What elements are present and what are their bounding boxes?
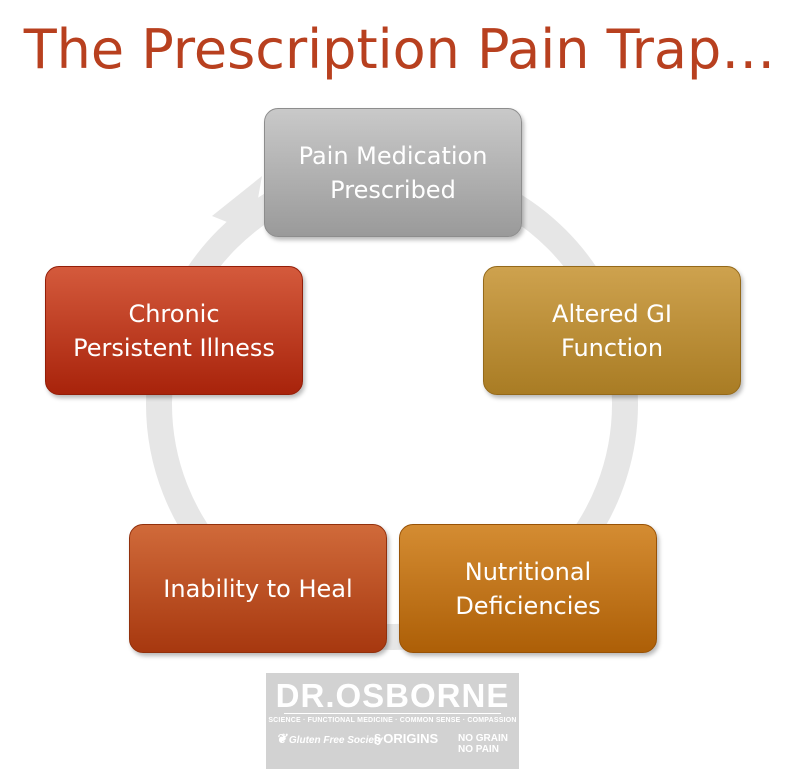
logo-name: DR.OSBORNE [275, 677, 510, 714]
cycle-step-pain-medication: Pain Medication Prescribed [264, 108, 522, 237]
no-grain-no-pain-mark: NO GRAIN NO PAIN [458, 733, 508, 755]
leaf-icon: ❦ [276, 731, 287, 746]
logo-divider [284, 713, 501, 714]
gluten-free-society-mark: ❦Gluten Free Society [276, 731, 383, 746]
origins-mark: §ORIGINS [374, 731, 439, 746]
step-label-line1: Inability to Heal [163, 574, 353, 603]
logo-sub3a: NO GRAIN [458, 733, 508, 744]
step-label-line2: Prescribed [330, 175, 456, 204]
cycle-step-altered-gi: Altered GI Function [483, 266, 741, 395]
logo-sub3b: NO PAIN [458, 744, 499, 755]
cycle-step-chronic-illness: Chronic Persistent Illness [45, 266, 303, 395]
logo-sub2: ORIGINS [383, 731, 439, 746]
cycle-step-nutritional-deficiencies: Nutritional Deficiencies [399, 524, 657, 653]
cycle-step-inability-to-heal: Inability to Heal [129, 524, 387, 653]
logo-sub1: Gluten Free Society [288, 735, 383, 746]
step-label-line1: Pain Medication [298, 141, 488, 170]
diagram-title: The Prescription Pain Trap… [23, 18, 776, 81]
step-label-line2: Persistent Illness [73, 333, 275, 362]
step-label-line1: Nutritional [464, 557, 592, 586]
step-label-line2: Deficiencies [455, 591, 601, 620]
step-label-line2: Function [560, 333, 664, 362]
logo-tagline: SCIENCE · FUNCTIONAL MEDICINE · COMMON S… [268, 717, 517, 724]
origins-icon: § [374, 731, 382, 746]
dr-osborne-logo: DR.OSBORNE SCIENCE · FUNCTIONAL MEDICINE… [266, 673, 519, 769]
step-label-line1: Chronic [128, 299, 220, 328]
step-label-line1: Altered GI [552, 299, 672, 328]
